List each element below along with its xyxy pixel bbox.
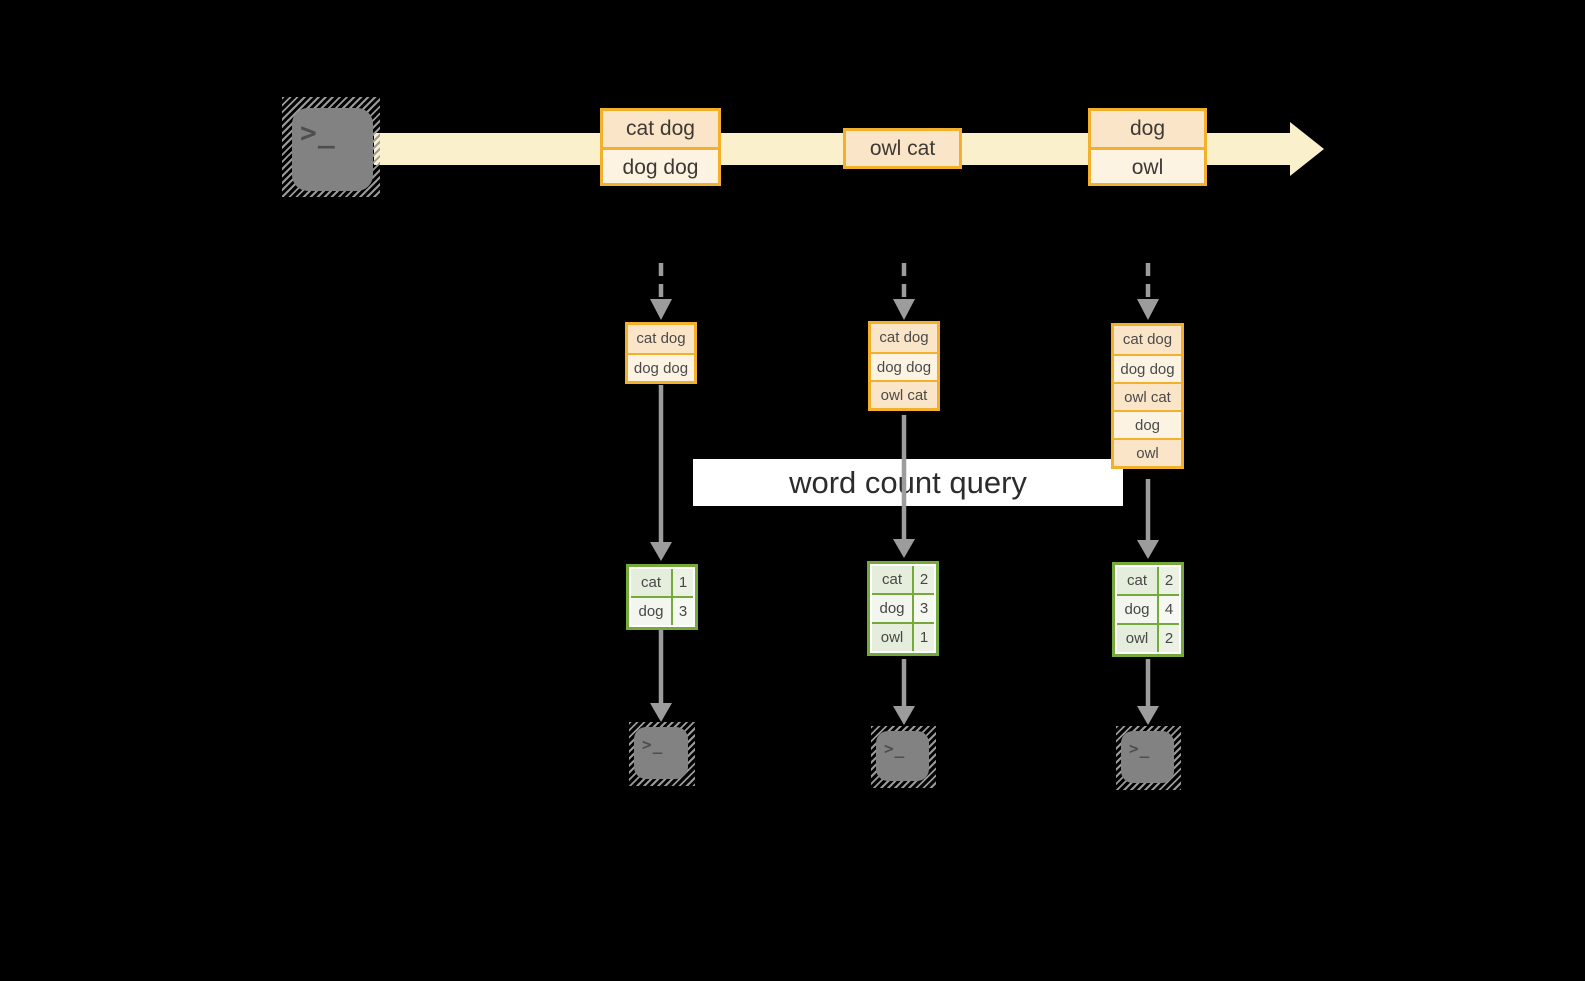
count-value-cell: 2 [1159, 625, 1179, 652]
buffer-line: owl cat [1114, 382, 1181, 410]
event-line: dog [1091, 111, 1204, 147]
buffer-line: dog [1114, 410, 1181, 438]
prompt-glyph: >_ [642, 735, 664, 754]
event-line: owl cat [846, 131, 959, 166]
buffer-line: cat dog [628, 325, 694, 353]
buffer-line: owl [1114, 438, 1181, 466]
prompt-glyph: >_ [884, 739, 906, 758]
prompt-glyph: >_ [1129, 739, 1151, 758]
count-word-cell: dog [1117, 596, 1157, 623]
terminal-prompt: >_ [634, 727, 688, 779]
terminal-prompt: >_ [292, 108, 373, 191]
count-table: cat 2 dog 4 owl 2 [1112, 562, 1184, 657]
count-value-cell: 1 [673, 569, 693, 596]
stream-event-box: owl cat [843, 128, 962, 169]
output-arrowhead [650, 703, 672, 722]
count-word-cell: owl [872, 624, 912, 651]
stream-event-box: dog owl [1088, 108, 1207, 186]
count-value-cell: 2 [1159, 567, 1179, 594]
buffer-stack: cat dog dog dog owl cat [868, 321, 940, 411]
buffer-line: owl cat [871, 380, 937, 408]
terminal-icon: >_ [629, 722, 695, 786]
ingest-arrowhead [650, 299, 672, 320]
count-word-cell: cat [631, 569, 671, 596]
buffer-line: dog dog [628, 353, 694, 381]
event-line: dog dog [603, 147, 718, 183]
count-table: cat 1 dog 3 [626, 564, 698, 630]
count-word-cell: cat [872, 566, 912, 593]
count-table: cat 2 dog 3 owl 1 [867, 561, 939, 656]
terminal-icon: >_ [871, 726, 936, 788]
buffer-stack: cat dog dog dog [625, 322, 697, 384]
stream-event-box: cat dog dog dog [600, 108, 721, 186]
count-word-cell: cat [1117, 567, 1157, 594]
query-banner-label: word count query [789, 465, 1027, 500]
count-value-cell: 1 [914, 624, 934, 651]
count-word-cell: owl [1117, 625, 1157, 652]
prompt-glyph: >_ [300, 116, 336, 149]
event-line: cat dog [603, 111, 718, 147]
count-word-cell: dog [631, 598, 671, 625]
terminal-prompt: >_ [1121, 731, 1174, 783]
query-arrowhead [650, 542, 672, 561]
buffer-line: dog dog [1114, 354, 1181, 382]
ingest-arrowhead [1137, 299, 1159, 320]
query-banner: word count query [693, 459, 1123, 506]
buffer-line: dog dog [871, 352, 937, 380]
count-value-cell: 3 [914, 595, 934, 622]
count-value-cell: 3 [673, 598, 693, 625]
terminal-prompt: >_ [876, 731, 929, 781]
query-arrowhead [1137, 540, 1159, 559]
buffer-stack: cat dog dog dog owl cat dog owl [1111, 323, 1184, 469]
count-value-cell: 2 [914, 566, 934, 593]
count-word-cell: dog [872, 595, 912, 622]
output-arrowhead [1137, 706, 1159, 725]
terminal-icon: >_ [1116, 726, 1181, 790]
query-arrowhead [893, 539, 915, 558]
ingest-arrowhead [893, 299, 915, 320]
buffer-line: cat dog [1114, 326, 1181, 354]
buffer-line: cat dog [871, 324, 937, 352]
source-terminal-icon: >_ [282, 97, 380, 197]
count-value-cell: 4 [1159, 596, 1179, 623]
event-line: owl [1091, 147, 1204, 183]
output-arrowhead [893, 706, 915, 725]
